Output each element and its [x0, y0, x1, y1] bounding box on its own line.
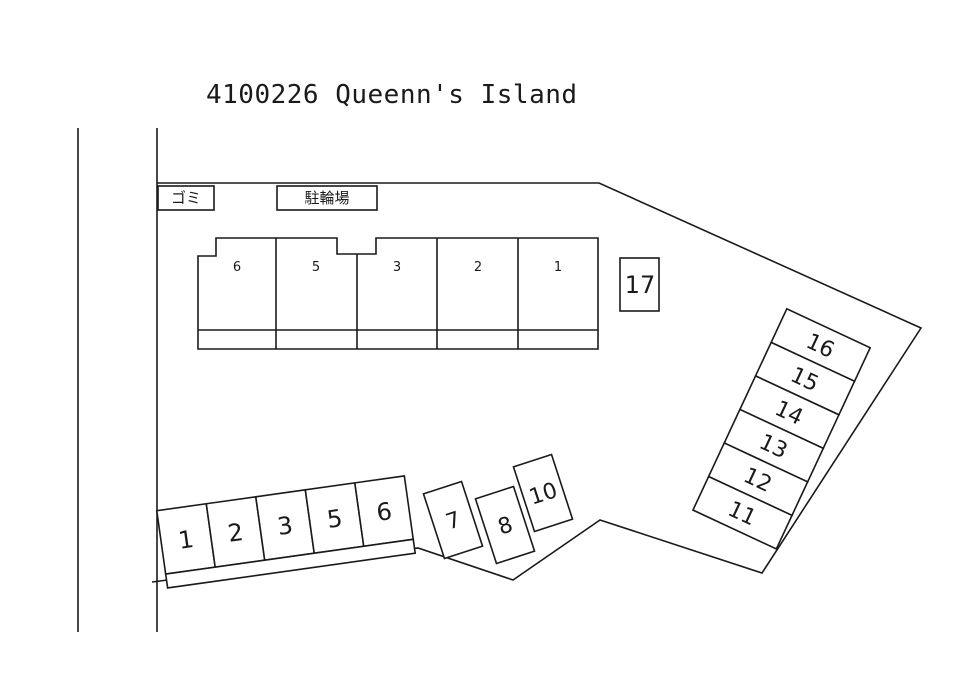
building-unit-2: 2 [474, 260, 482, 275]
parking-slot-label: 5 [325, 504, 344, 534]
bicycle-parking-label: 駐輪場 [304, 189, 349, 207]
map-title: 4100226 Queenn's Island [206, 80, 578, 110]
bicycle-parking-area [276, 185, 378, 211]
building-unit-3: 3 [393, 260, 401, 275]
parking-slot-outline [422, 480, 484, 560]
parking-slot-label: 3 [276, 511, 295, 541]
parking-slot-11 [691, 475, 794, 551]
garbage-area [157, 185, 215, 211]
parking-slot-label: 17 [625, 271, 656, 299]
garbage-label: ゴミ [171, 189, 201, 207]
parking-curb-bottom-left [164, 538, 417, 589]
parking-slot-label: 1 [177, 525, 196, 555]
parking-slot-outline [474, 485, 536, 565]
building-unit-5: 5 [312, 260, 320, 275]
building-unit-1: 1 [554, 260, 562, 275]
parking-slot-label: 2 [226, 518, 245, 548]
parking-slot-17 [619, 257, 660, 312]
building-unit-6: 6 [233, 260, 241, 275]
parking-slot-label: 6 [375, 497, 394, 527]
parking-slot-outline [512, 453, 574, 533]
site-boundary [151, 182, 923, 583]
apartment-building [197, 237, 599, 350]
parking-slot-10: 10 [512, 453, 574, 533]
parking-slot-8: 8 [474, 485, 536, 565]
parking-slot-7: 7 [422, 480, 484, 560]
